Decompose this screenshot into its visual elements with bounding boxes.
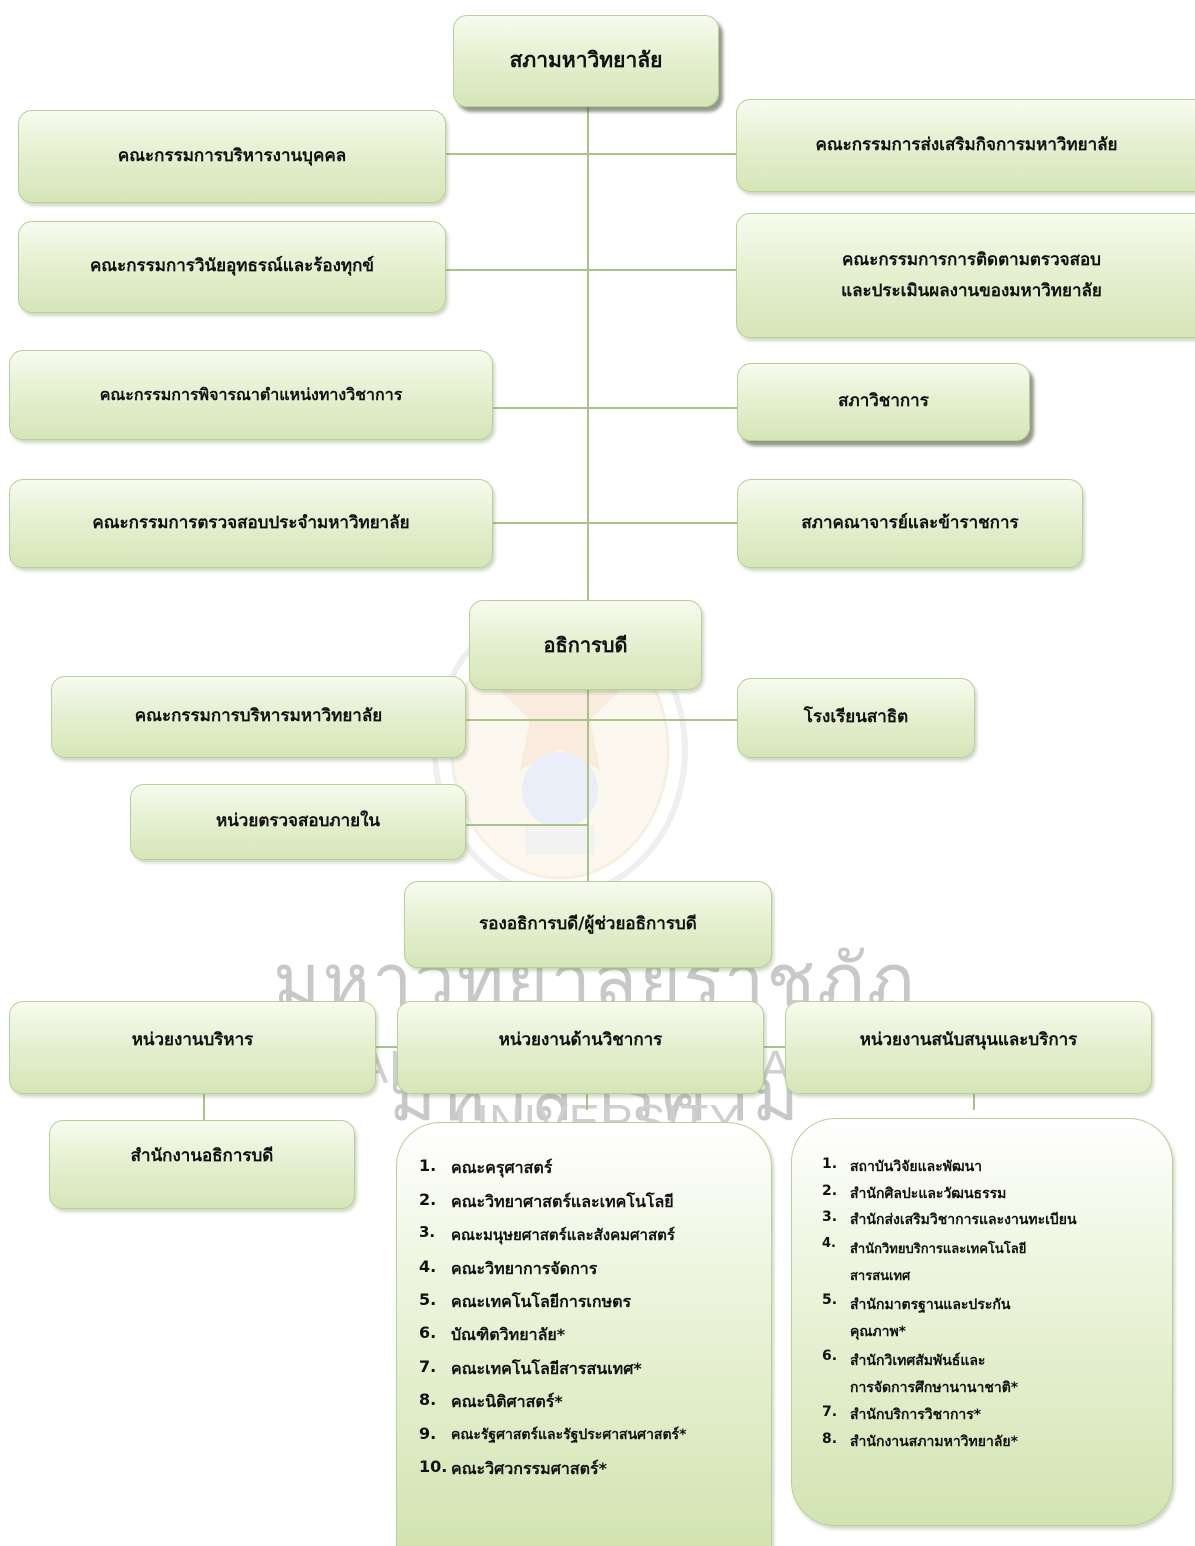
faculty-item: 5.คณะเทคโนโลยีการเกษตร — [419, 1290, 632, 1311]
support-office-item: 4.สำนักวิทยบริการและเทคโนโลยีสารสนเทศ — [822, 1236, 1027, 1284]
support-office-item: 3.สำนักส่งเสริมวิชาการและงานทะเบียน — [822, 1209, 1077, 1228]
connector-hr-committee — [446, 153, 738, 155]
discipline-committee-box: คณะกรรมการวินัยอุทธรณ์และร้องทุกข์ — [18, 221, 446, 313]
faculty-item: 8.คณะนิติศาสตร์* — [419, 1390, 563, 1411]
monitoring-committee-box: คณะกรรมการการติดตามตรวจสอบ และประเมินผลง… — [736, 213, 1195, 338]
connector-academic-units-down — [586, 1094, 588, 1110]
connector-discipline-committee — [446, 269, 736, 271]
faculty-senate-label: สภาคณาจารย์และข้าราชการ — [801, 512, 1019, 533]
support-units-label: หน่วยงานสนับสนุนและบริการ — [859, 1030, 1078, 1050]
monitoring-committee-line2: และประเมินผลงานของมหาวิทยาลัย — [841, 280, 1102, 301]
president-office-label: สำนักงานอธิการบดี — [130, 1146, 274, 1166]
faculties-list-box: 1.คณะครุศาสตร์ 2.คณะวิทยาศาสตร์และเทคโนโ… — [396, 1122, 772, 1546]
support-office-item: 6.สำนักวิเทศสัมพันธ์และการจัดการศึกษานาน… — [822, 1348, 1019, 1396]
vice-presidents-box: รองอธิการบดี/ผู้ช่วยอธิการบดี — [404, 881, 772, 968]
faculties-list: 1.คณะครุศาสตร์ 2.คณะวิทยาศาสตร์และเทคโนโ… — [397, 1123, 771, 1490]
faculty-item: 1.คณะครุศาสตร์ — [419, 1156, 553, 1177]
support-office-item: 2.สำนักศิลปะและวัฒนธรรม — [822, 1183, 1007, 1202]
promotion-committee-box: คณะกรรมการส่งเสริมกิจการมหาวิทยาลัย — [736, 99, 1195, 192]
monitoring-committee-line1: คณะกรรมการการติดตามตรวจสอบ — [842, 249, 1101, 270]
connector-support-units-down — [973, 1094, 975, 1110]
connector-president-vertical — [587, 690, 589, 883]
academic-units-box: หน่วยงานด้านวิชาการ — [397, 1001, 764, 1094]
faculty-item: 6.บัณฑิตวิทยาลัย* — [419, 1323, 566, 1344]
internal-audit-box: หน่วยตรวจสอบภายใน — [130, 784, 466, 860]
faculty-item: 9.คณะรัฐศาสตร์และรัฐประศาสนศาสตร์* — [419, 1424, 687, 1443]
president-label: อธิการบดี — [543, 633, 628, 657]
support-office-item: 8.สำนักงานสภามหาวิทยาลัย* — [822, 1431, 1018, 1450]
support-office-item: 5.สำนักมาตรฐานและประกันคุณภาพ* — [822, 1292, 1011, 1340]
academic-position-committee-label: คณะกรรมการพิจารณาตำแหน่งทางวิชาการ — [99, 385, 403, 405]
faculty-item: 2.คณะวิทยาศาสตร์และเทคโนโลยี — [419, 1190, 674, 1211]
vice-presidents-label: รองอธิการบดี/ผู้ช่วยอธิการบดี — [479, 913, 697, 934]
connector-admin-units-down — [203, 1094, 205, 1122]
faculty-item: 7.คณะเทคโนโลยีสารสนเทศ* — [419, 1357, 642, 1378]
support-units-box: หน่วยงานสนับสนุนและบริการ — [785, 1001, 1152, 1094]
internal-audit-label: หน่วยตรวจสอบภายใน — [215, 811, 381, 832]
university-council-box: สภามหาวิทยาลัย — [453, 15, 719, 107]
demo-school-box: โรงเรียนสาธิต — [737, 678, 975, 758]
support-offices-list-box: 1.สถาบันวิจัยและพัฒนา 2.สำนักศิลปะและวัฒ… — [791, 1118, 1173, 1526]
academic-council-box: สภาวิชาการ — [737, 363, 1030, 441]
president-office-box: สำนักงานอธิการบดี — [49, 1120, 355, 1209]
academic-position-committee-box: คณะกรรมการพิจารณาตำแหน่งทางวิชาการ — [9, 350, 493, 440]
faculty-senate-box: สภาคณาจารย์และข้าราชการ — [737, 479, 1083, 568]
university-council-label: สภามหาวิทยาลัย — [509, 48, 663, 73]
admin-committee-box: คณะกรรมการบริหารมหาวิทยาลัย — [51, 676, 466, 758]
support-office-item: 7.สำนักบริการวิชาการ* — [822, 1404, 982, 1423]
support-offices-list: 1.สถาบันวิจัยและพัฒนา 2.สำนักศิลปะและวัฒ… — [792, 1119, 1172, 1458]
audit-committee-box: คณะกรรมการตรวจสอบประจำมหาวิทยาลัย — [9, 479, 493, 568]
admin-units-box: หน่วยงานบริหาร — [9, 1001, 376, 1094]
connector-main-vertical — [587, 104, 589, 602]
faculty-item: 3.คณะมนุษยศาสตร์และสังคมศาสตร์ — [419, 1223, 675, 1244]
discipline-committee-label: คณะกรรมการวินัยอุทธรณ์และร้องทุกข์ — [89, 256, 375, 277]
faculty-item: 4.คณะวิทยาการจัดการ — [419, 1257, 598, 1278]
connector-audit-committee — [492, 522, 738, 524]
audit-committee-label: คณะกรรมการตรวจสอบประจำมหาวิทยาลัย — [92, 512, 410, 533]
faculty-item: 10.คณะวิศวกรรมศาสตร์* — [419, 1457, 607, 1478]
academic-units-label: หน่วยงานด้านวิชาการ — [498, 1030, 663, 1050]
admin-units-label: หน่วยงานบริหาร — [131, 1030, 254, 1050]
hr-committee-box: คณะกรรมการบริหารงานบุคคล — [18, 110, 446, 203]
admin-committee-label: คณะกรรมการบริหารมหาวิทยาลัย — [134, 706, 383, 727]
academic-council-label: สภาวิชาการ — [838, 391, 929, 412]
promotion-committee-label: คณะกรรมการส่งเสริมกิจการมหาวิทยาลัย — [815, 134, 1118, 155]
connector-internal-audit — [466, 824, 587, 826]
connector-academic-position — [492, 407, 738, 409]
president-box: อธิการบดี — [469, 600, 702, 690]
hr-committee-label: คณะกรรมการบริหารงานบุคคล — [117, 145, 347, 166]
support-office-item: 1.สถาบันวิจัยและพัฒนา — [822, 1156, 983, 1175]
connector-admin-committee — [466, 719, 738, 721]
demo-school-label: โรงเรียนสาธิต — [803, 707, 909, 728]
